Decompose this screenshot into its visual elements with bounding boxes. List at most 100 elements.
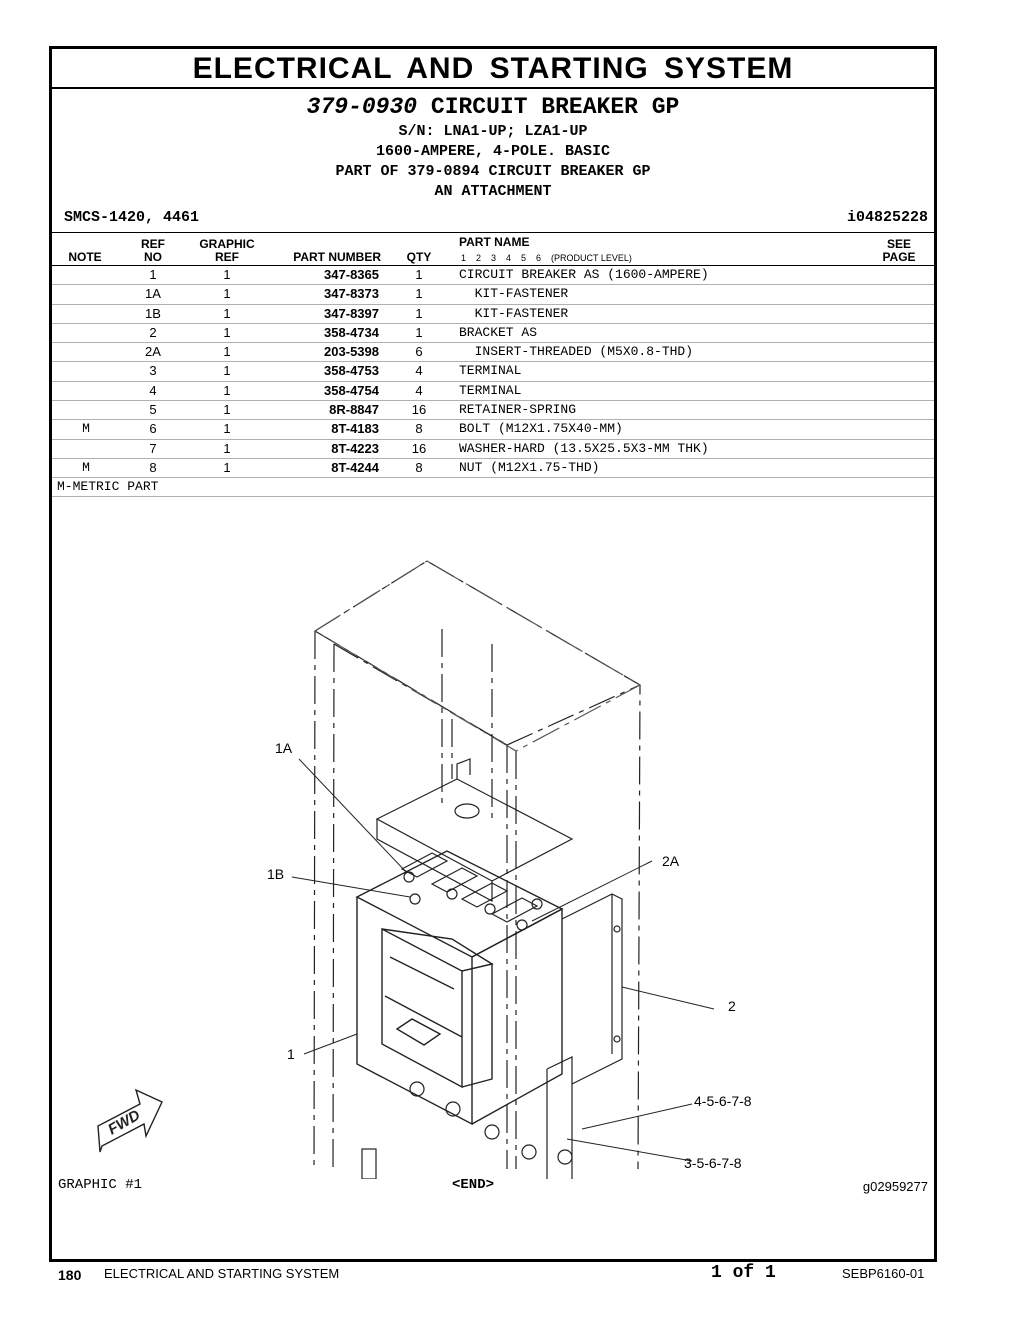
callout-2: 2: [728, 998, 736, 1014]
row-note: M: [82, 421, 90, 437]
group-description: 1600-AMPERE, 4-POLE. BASIC: [375, 143, 611, 160]
row-qty: 4: [415, 382, 423, 398]
row-part-number[interactable]: 347-8365: [324, 267, 379, 282]
row-ref: 3: [149, 363, 157, 379]
group-title: 379-0930 CIRCUIT BREAKER GP: [52, 93, 934, 121]
section-title: ELECTRICAL AND STARTING SYSTEM: [52, 49, 934, 89]
callout-2A: 2A: [662, 853, 680, 869]
table-row: 7 1 8T-4223 16 WASHER-HARD (13.5X25.5X3-MM T…: [52, 440, 934, 459]
row-part-name: BRACKET AS: [459, 324, 538, 340]
row-ref: 6: [149, 421, 157, 437]
row-part-number[interactable]: 358-4753: [324, 363, 379, 379]
attachment-line: AN ATTACHMENT: [434, 183, 552, 200]
row-ref: 2A: [145, 344, 161, 360]
row-graphic-ref: 1: [223, 286, 231, 302]
row-part-name: INSERT-THREADED (M5X0.8-THD): [459, 344, 694, 360]
col-part-number: PART NUMBER: [293, 250, 381, 264]
bracket: [561, 893, 623, 1085]
col-ref-top: REF: [141, 237, 165, 251]
serial-numbers: S/N: LNA1-UP; LZA1-UP: [398, 123, 588, 140]
table-row: M 8 1 8T-4244 8 NUT (M12X1.75-THD): [52, 459, 934, 479]
page-number: 180: [58, 1267, 82, 1283]
callout-1: 1: [287, 1046, 295, 1062]
row-part-name: KIT-FASTENER: [459, 305, 569, 321]
callout-1A: 1A: [275, 740, 293, 756]
exploded-view-illustration: FWD 1A 1B 1 2A 2 4-5-6-7-8 3-5-6-7-8: [97, 560, 752, 1179]
row-part-number[interactable]: 8T-4244: [331, 459, 379, 475]
group-number: 379-0930: [306, 94, 418, 120]
row-part-name: RETAINER-SPRING: [459, 402, 577, 418]
row-qty: 8: [415, 421, 423, 437]
row-part-number[interactable]: 8T-4223: [331, 440, 379, 456]
end-label: <END>: [452, 1177, 495, 1193]
metric-footnote: M-METRIC PART: [52, 478, 934, 498]
table-row: 2A 1 203-5398 6 INSERT-THREADED (M5X0.8-THD…: [52, 343, 934, 363]
row-qty: 8: [415, 459, 423, 475]
row-ref: 7: [149, 440, 157, 456]
col-qty: QTY: [406, 250, 432, 264]
col-graphic-top: GRAPHIC: [199, 237, 255, 251]
graphic-number: g02959277: [862, 1179, 928, 1194]
row-graphic-ref: 1: [223, 421, 231, 437]
row-qty: 16: [411, 402, 427, 418]
callout-4-5-6-7-8: 4-5-6-7-8: [694, 1093, 752, 1109]
fwd-arrow-icon: [97, 1088, 163, 1153]
table-row: M 6 1 8T-4183 8 BOLT (M12X1.75X40-MM): [52, 420, 934, 440]
illustration-id: i04825228: [846, 209, 928, 226]
part-of-line: PART OF 379-0894 CIRCUIT BREAKER GP: [335, 163, 651, 180]
row-qty: 1: [415, 267, 423, 282]
smcs-code: SMCS-1420, 4461: [64, 209, 200, 226]
row-part-number[interactable]: 358-4754: [324, 382, 379, 398]
row-qty: 1: [415, 305, 423, 321]
row-qty: 1: [415, 286, 423, 302]
table-header-rule: [52, 232, 934, 233]
breaker-body: [355, 850, 564, 1126]
page-of: 1 of 1: [711, 1263, 776, 1283]
col-part-name: PART NAME: [459, 235, 530, 249]
group-name: CIRCUIT BREAKER GP: [430, 94, 680, 120]
cabinet-outline: [313, 560, 641, 1170]
row-graphic-ref: 1: [223, 305, 231, 321]
row-qty: 6: [415, 344, 423, 360]
row-part-number[interactable]: 8T-4183: [331, 421, 379, 437]
row-graphic-ref: 1: [223, 363, 231, 379]
row-graphic-ref: 1: [223, 440, 231, 456]
doc-id: SEBP6160-01: [842, 1266, 925, 1281]
col-note: NOTE: [68, 250, 102, 264]
page-frame: ELECTRICAL AND STARTING SYSTEM 379-0930 …: [49, 46, 937, 1262]
row-graphic-ref: 1: [223, 344, 231, 360]
row-ref: 8: [149, 459, 157, 475]
row-part-number[interactable]: 358-4734: [324, 324, 379, 340]
row-part-name: BOLT (M12X1.75X40-MM): [459, 421, 623, 437]
mounting-plate: [375, 758, 574, 903]
row-ref: 2: [149, 324, 157, 340]
row-part-number[interactable]: 203-5398: [324, 344, 379, 360]
row-part-name: TERMINAL: [459, 382, 522, 398]
leader-lines: [291, 758, 715, 1162]
row-graphic-ref: 1: [223, 324, 231, 340]
parts-table: 1 1 347-8365 1 CIRCUIT BREAKER AS (1600-AMPE…: [52, 265, 934, 498]
table-row: 1B 1 347-8397 1 KIT-FASTENER: [52, 305, 934, 324]
row-qty: 16: [411, 440, 427, 456]
callout-3-5-6-7-8: 3-5-6-7-8: [684, 1155, 742, 1171]
row-graphic-ref: 1: [223, 267, 231, 282]
callout-1B: 1B: [267, 866, 284, 882]
row-part-number[interactable]: 347-8373: [324, 286, 379, 302]
row-part-name: WASHER-HARD (13.5X25.5X3-MM THK): [459, 440, 709, 456]
col-graphic-bottom: REF: [215, 250, 239, 264]
row-part-name: NUT (M12X1.75-THD): [459, 459, 600, 475]
row-part-number[interactable]: 8R-8847: [329, 402, 379, 418]
row-ref: 1B: [145, 305, 161, 321]
bottom-terminals: [361, 1056, 573, 1179]
col-see-bottom: PAGE: [882, 250, 916, 264]
footer-section: ELECTRICAL AND STARTING SYSTEM: [104, 1266, 340, 1281]
row-note: M: [82, 459, 90, 475]
row-part-number[interactable]: 347-8397: [324, 305, 379, 321]
row-ref: 5: [149, 402, 157, 418]
row-part-name: CIRCUIT BREAKER AS (1600-AMPERE): [459, 267, 709, 282]
row-graphic-ref: 1: [223, 459, 231, 475]
